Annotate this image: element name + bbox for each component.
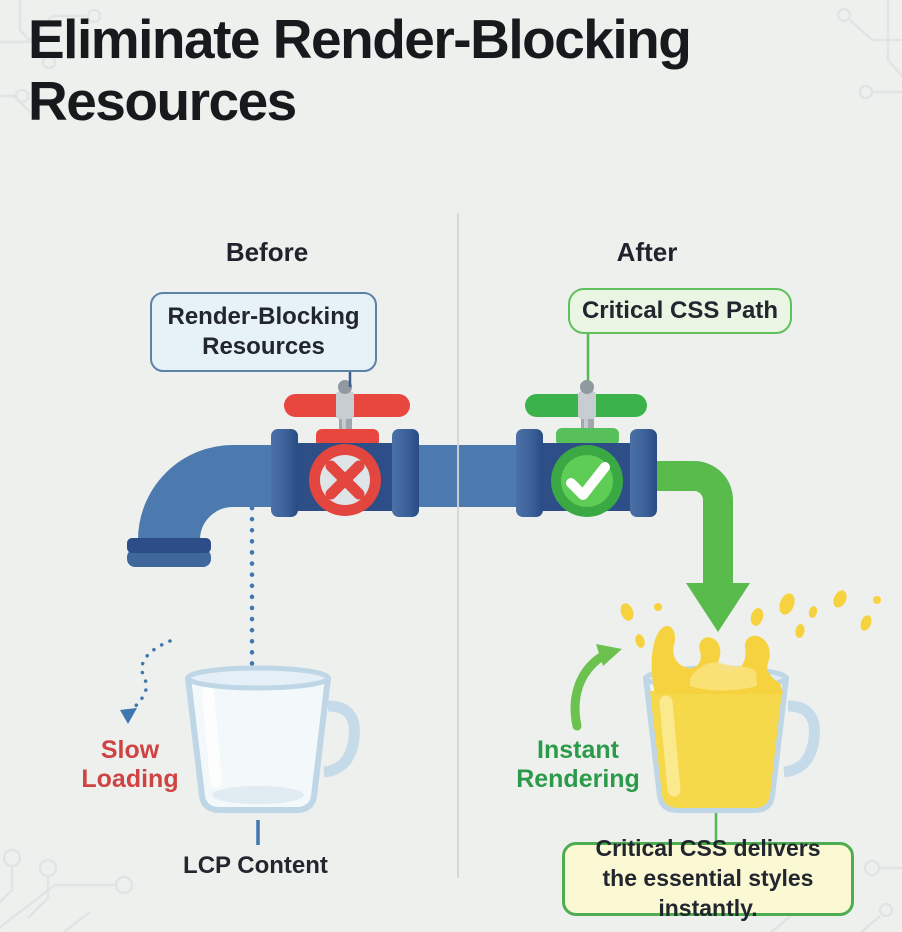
x-cross-icon [309,444,381,516]
page-title: Eliminate Render-Blocking Resources [28,8,692,133]
instant-rendering-label: Instant Rendering [516,736,640,793]
flow-arrow [657,461,750,632]
critical-css-note-text: Critical CSS delivers the essential styl… [595,835,821,921]
before-header: Before [225,237,309,267]
valve-after-open [516,380,657,517]
circuit-decoration-top-right [836,0,902,100]
empty-cup [185,665,360,813]
valve-before-closed [271,380,419,517]
after-header: After [616,237,678,267]
checkmark-icon [551,445,623,517]
water-pipe [138,445,525,560]
slow-loading-label: Slow Loading [81,736,179,793]
spout-flange [127,549,211,567]
critical-css-note: Critical CSS delivers the essential styl… [562,835,854,921]
after-pipe-callout-label: Critical CSS Path [581,297,779,324]
before-pipe-callout: Render-Blocking Resources [150,292,377,372]
liquid-splash [620,590,881,694]
slow-curve-arrow [120,639,172,724]
before-pipe-callout-label: Render-Blocking Resources [167,303,360,360]
spout-flange-top [127,538,211,553]
circuit-decoration-top-left [0,0,102,113]
circuit-decoration-bottom-left [0,848,134,932]
after-pipe-callout: Critical CSS Path [568,288,792,334]
lcp-content-label: LCP Content [183,852,328,879]
instant-curve-arrow [570,644,622,731]
